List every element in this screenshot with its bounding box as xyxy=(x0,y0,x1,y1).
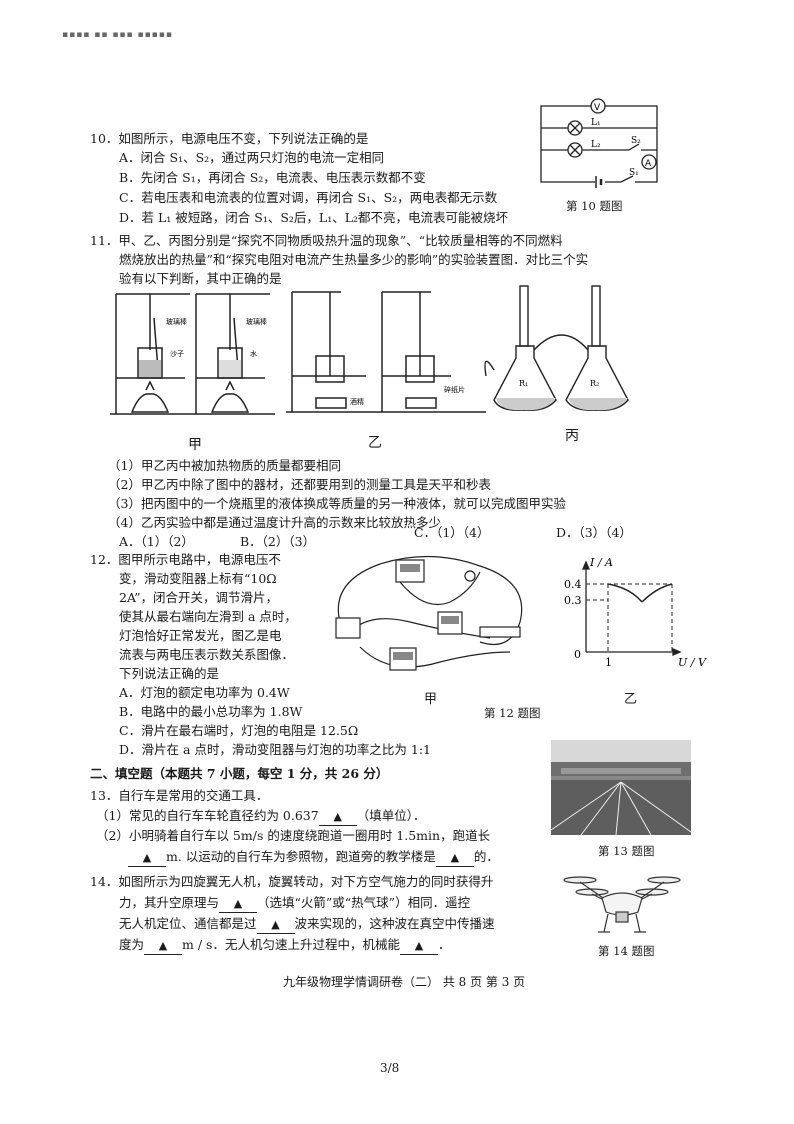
q12-stem-5: 灯泡恰好正常发光，图乙是电 xyxy=(119,628,282,643)
svg-text:1: 1 xyxy=(605,656,612,669)
q10-option-c: C．若电压表和电流表的位置对调，再闭合 S₁、S₂，两电表都无示数 xyxy=(119,190,498,205)
svg-text:沙子: 沙子 xyxy=(170,350,184,358)
q12-label-jia: 甲 xyxy=(424,692,438,707)
page-number: 3/8 xyxy=(380,1061,400,1075)
q14-line-3: 无人机定位、通信都是过▲波来实现的，这种波在真空中传播速 xyxy=(119,916,495,934)
q10-figure-caption: 第 10 题图 xyxy=(566,199,623,213)
q11-statement-3: （3）把丙图中的一个烧瓶里的液体换成等质量的另一种液体，就可以完成图甲实验 xyxy=(108,496,566,511)
q11-label-yi: 乙 xyxy=(368,435,382,451)
q13-part-2b: ▲m. 以运动的自行车为参照物，跑道旁的教学楼是▲的． xyxy=(128,849,499,867)
svg-text:S₂: S₂ xyxy=(631,136,641,146)
q11-statement-2: （2）甲乙丙中除了图中的器材，还都要用到的测量工具是天平和秒表 xyxy=(108,477,491,492)
q11-option-d: D．（3）（4） xyxy=(556,525,632,540)
q11-stem-1: 11．甲、乙、丙图分别是“探究不同物质吸热升温的现象”、“比较质量相等的不同燃料 xyxy=(90,233,563,248)
q11-figure-jia: 玻璃棒 沙子 玻璃棒 水 xyxy=(110,293,275,415)
voltmeter-icon xyxy=(590,98,606,114)
q11-option-c: C．（1）（4） xyxy=(414,525,490,540)
q12-stem-4: 使其从最右端向左滑到 a 点时， xyxy=(119,609,297,624)
q12-stem-1: 12．图甲所示电路中，电源电压不 xyxy=(90,552,281,567)
svg-text:玻璃棒: 玻璃棒 xyxy=(246,317,267,326)
ammeter-icon xyxy=(641,154,657,170)
svg-text:L₁: L₁ xyxy=(591,118,601,128)
q14-line-1: 14．如图所示为四旋翼无人机，旋翼转动，对下方空气施力的同时获得升 xyxy=(90,874,494,889)
answer-blank[interactable]: ▲ xyxy=(399,937,438,955)
q12-graph-yi: I / A U / V 0.4 0.3 0 1 xyxy=(564,556,707,669)
answer-blank[interactable]: ▲ xyxy=(219,895,258,913)
q12-option-c: C．滑片在最右端时，灯泡的电阻是 12.5Ω xyxy=(119,723,359,738)
q10-circuit-diagram: V A L₁ L₂ S₂ S₁ xyxy=(540,98,658,188)
q12-stem-3: 2A”，闭合开关，调节滑片， xyxy=(119,590,279,605)
svg-text:L₂: L₂ xyxy=(591,140,601,150)
svg-text:0: 0 xyxy=(574,648,581,661)
q12-option-d: D．滑片在 a 点时，滑动变阻器与灯泡的功率之比为 1:1 xyxy=(119,742,432,757)
q12-label-yi: 乙 xyxy=(624,692,638,707)
q13-stem: 13．自行车是常用的交通工具． xyxy=(90,788,269,803)
q12-circuit-jia xyxy=(335,555,523,671)
q14-figure-caption: 第 14 题图 xyxy=(598,944,655,958)
svg-text:碎纸片: 碎纸片 xyxy=(444,385,465,394)
answer-blank[interactable]: ▲ xyxy=(318,808,357,826)
q11-statement-1: （1）甲乙丙中被加热物质的质量都要相同 xyxy=(108,458,341,473)
svg-text:0.4: 0.4 xyxy=(564,578,582,591)
q11-figure-yi: 酒精 碎纸片 xyxy=(286,291,486,413)
q11-option-b: B．（2）（3） xyxy=(240,534,316,549)
q13-figure-caption: 第 13 题图 xyxy=(598,844,655,858)
q11-option-a: A．（1）（2） xyxy=(119,534,194,549)
q13-part-2a: （2）小明骑着自行车以 5m/s 的速度绕跑道一圈用时 1.5min，跑道长 xyxy=(96,828,491,843)
q11-label-jia: 甲 xyxy=(188,437,202,453)
q10-stem: 10．如图所示，电源电压不变，下列说法正确的是 xyxy=(90,131,369,146)
answer-blank[interactable]: ▲ xyxy=(256,916,295,934)
q10-option-a: A．闭合 S₁、S₂，通过两只灯泡的电流一定相同 xyxy=(119,150,385,165)
svg-text:酒精: 酒精 xyxy=(350,397,364,406)
svg-text:S₁: S₁ xyxy=(629,168,639,178)
q14-line-4: 度为▲m / s．无人机匀速上升过程中，机械能▲． xyxy=(119,937,450,955)
q14-line-2: 力，其升空原理与▲（选填“火箭”或“热气球”）相同．遥控 xyxy=(119,895,470,913)
drone-icon xyxy=(563,876,681,933)
q12-option-a: A．灯泡的额定电功率为 0.4W xyxy=(119,685,290,700)
page-footer: 九年级物理学情调研卷（二） 共 8 页 第 3 页 xyxy=(283,975,526,989)
svg-text:R₂: R₂ xyxy=(590,379,599,388)
svg-text:I / A: I / A xyxy=(589,556,613,569)
q11-figure-bing: R₁ R₂ xyxy=(484,285,629,411)
svg-text:0.3: 0.3 xyxy=(564,594,582,607)
q11-stem-3: 验有以下判断，其中正确的是 xyxy=(119,271,282,286)
q11-statement-4: （4）乙丙实验中都是通过温度计升高的示数来比较放热多少 xyxy=(108,515,441,530)
svg-text:U / V: U / V xyxy=(678,656,707,669)
q12-option-b: B．电路中的最小总功率为 1.8W xyxy=(119,704,303,719)
q12-figure-caption: 第 12 题图 xyxy=(484,706,541,720)
q10-option-b: B．先闭合 S₁，再闭合 S₂，电流表、电压表示数都不变 xyxy=(119,170,426,185)
answer-blank[interactable]: ▲ xyxy=(435,849,474,867)
q13-track-photo xyxy=(550,740,692,836)
q11-label-bing: 丙 xyxy=(565,428,579,444)
answer-blank[interactable]: ▲ xyxy=(144,937,183,955)
svg-text:V: V xyxy=(594,103,601,113)
svg-text:R₁: R₁ xyxy=(519,379,528,388)
q12-stem-7: 下列说法正确的是 xyxy=(119,666,220,681)
svg-text:A: A xyxy=(645,159,652,169)
q11-stem-2: 燃烧放出的热量”和“探究电阻对电流产生热量多少的影响”的实验装置图．对比三个实 xyxy=(119,252,589,267)
answer-blank[interactable]: ▲ xyxy=(128,849,166,867)
svg-text:水: 水 xyxy=(250,349,257,358)
q12-stem-2: 变，滑动变阻器上标有“10Ω xyxy=(119,571,277,586)
q13-part-1: （1）常见的自行车车轮直径约为 0.637▲（填单位）． xyxy=(96,808,425,826)
q12-stem-6: 流表与两电压表示数关系图像． xyxy=(119,647,295,662)
section-2-title: 二、填空题（本题共 7 小题，每空 1 分，共 26 分） xyxy=(90,766,389,781)
header-marks: ▪▪▪▪ ▪▪ ▪▪▪ ▪▪▪▪▪ xyxy=(62,30,173,40)
q10-option-d: D．若 L₁ 被短路，闭合 S₁、S₂后，L₁、L₂都不亮，电流表可能被烧坏 xyxy=(119,210,509,225)
svg-text:玻璃棒: 玻璃棒 xyxy=(166,317,187,326)
